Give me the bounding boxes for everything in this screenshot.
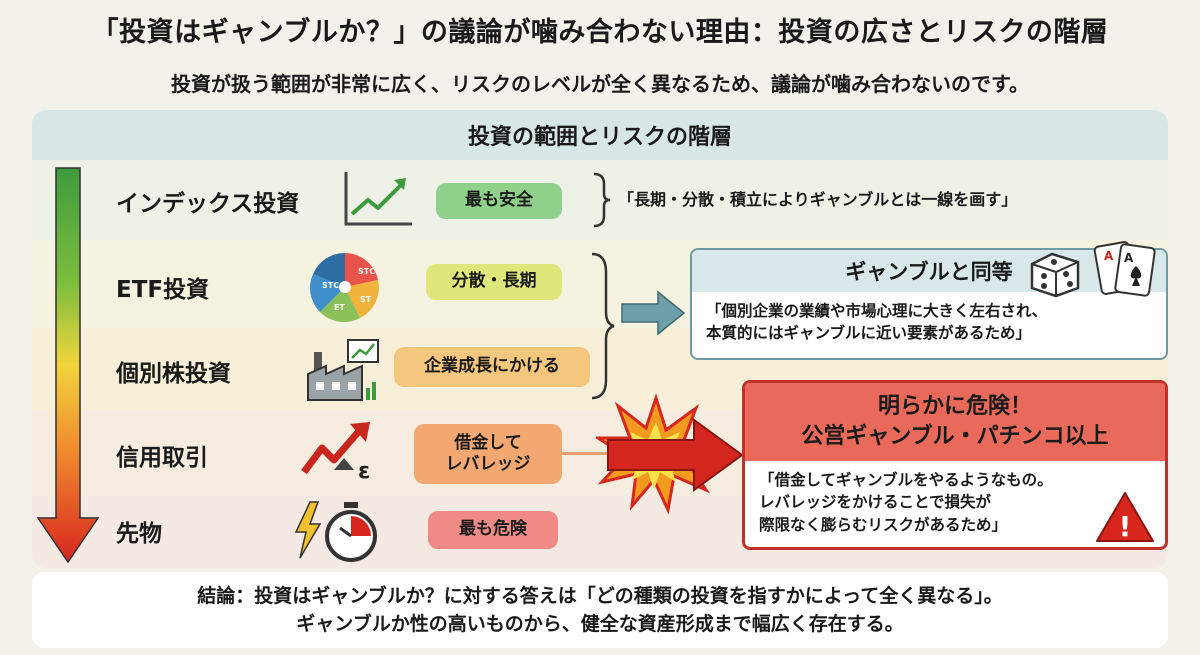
- pie-label-1: STC: [358, 267, 375, 276]
- gamble-box-heading: ギャンブルと同等: [692, 250, 1166, 292]
- lightning-stopwatch-icon: [294, 501, 377, 562]
- gamble-box-line1: 「個別企業の業績や市場心理に大きく左右され、: [706, 302, 1048, 320]
- red-arrow: [607, 418, 744, 492]
- conclusion-box: 結論：投資はギャンブルか？に対する答えは「どの種類の投資を指すかによって全く異な…: [32, 572, 1168, 648]
- card-rank-1: A: [1104, 249, 1114, 263]
- pie-label-2: STC: [322, 281, 339, 290]
- dice-icon: [1030, 252, 1080, 298]
- leverage-connector: [562, 452, 612, 455]
- warning-glyph: !: [1119, 510, 1132, 543]
- playing-cards-icon: A A: [1093, 241, 1156, 297]
- pill-leverage-line1: 借金して: [454, 432, 522, 453]
- pie-label-3: ET: [334, 303, 345, 312]
- danger-heading-line1: 明らかに危険！: [877, 394, 1032, 420]
- factory-icon: [307, 339, 379, 401]
- teal-arrow: [621, 290, 686, 336]
- danger-box-line1: 「借金してギャンブルをやるようなもの。: [759, 471, 1053, 489]
- danger-box-heading: 明らかに危険！ 公営ギャンブル・パチンコ以上: [745, 383, 1165, 461]
- panel-heading: 投資の範囲とリスクの階層: [32, 110, 1168, 160]
- danger-box-line3: 際限なく膨らむリスクがあるため」: [759, 515, 1008, 534]
- danger-box-line2: レバレッジをかけることで損失が: [759, 493, 992, 512]
- leverage-glyph: ε: [358, 459, 370, 484]
- row-label-etf: ETF投資: [116, 277, 210, 303]
- pill-growth: 企業成長にかける: [394, 347, 590, 387]
- pill-safest: 最も安全: [436, 183, 562, 219]
- line-chart-up-icon: [344, 172, 412, 226]
- gamble-equivalent-box: ギャンブルと同等 「個別企業の業績や市場心理に大きく左右され、 本質的にはギャン…: [690, 248, 1168, 360]
- danger-box-text: 「借金してギャンブルをやるようなもの。 レバレッジをかけることで損失が 際限なく…: [759, 469, 1053, 536]
- gamble-box-text: 「個別企業の業績や市場心理に大きく左右され、 本質的にはギャンブルに近い要素があ…: [706, 300, 1047, 345]
- pill-leverage: 借金して レバレッジ: [414, 424, 562, 484]
- conclusion-line1: 結論：投資はギャンブルか？に対する答えは「どの種類の投資を指すかによって全く異な…: [197, 584, 1003, 607]
- pie-chart-icon: STC STC ET ST: [310, 252, 379, 322]
- row-label-futures: 先物: [116, 521, 162, 547]
- danger-box: 明らかに危険！ 公営ギャンブル・パチンコ以上 「借金してギャンブルをやるようなも…: [742, 380, 1168, 550]
- page-subtitle: 投資が扱う範囲が非常に広く、リスクのレベルが全く異なるため、議論が噛み合わないの…: [171, 71, 1029, 96]
- pill-diversified: 分散・長期: [426, 264, 562, 300]
- row-label-index: インデックス投資: [116, 191, 300, 217]
- conclusion-line2: ギャンブルか性の高いものから、健全な資産形成まで幅広く存在する。: [296, 613, 904, 635]
- card-rank-2: A: [1124, 251, 1134, 265]
- gamble-box-line2: 本質的にはギャンブルに近い要素があるため」: [706, 324, 1032, 343]
- band-index: [32, 160, 1168, 240]
- row-label-margin: 信用取引: [116, 445, 208, 471]
- danger-heading-line2: 公営ギャンブル・パチンコ以上: [801, 424, 1109, 449]
- risk-gradient-arrow: [36, 167, 100, 564]
- pie-label-4: ST: [360, 295, 372, 304]
- leverage-trend-icon: ε: [301, 422, 370, 484]
- brace-etf-stock: [591, 252, 615, 400]
- warning-icon: !: [1096, 492, 1154, 543]
- row-label-stock: 個別株投資: [116, 361, 231, 387]
- pill-most-dangerous: 最も危険: [428, 511, 558, 549]
- brace-index: [593, 172, 611, 228]
- page-title: 「投資はギャンブルか？」の議論が噛み合わない理由：投資の広さとリスクの階層: [91, 16, 1109, 48]
- index-quote: 「長期・分散・積立によりギャンブルとは一線を画す」: [618, 190, 1018, 209]
- pill-leverage-line2: レバレッジ: [445, 454, 531, 474]
